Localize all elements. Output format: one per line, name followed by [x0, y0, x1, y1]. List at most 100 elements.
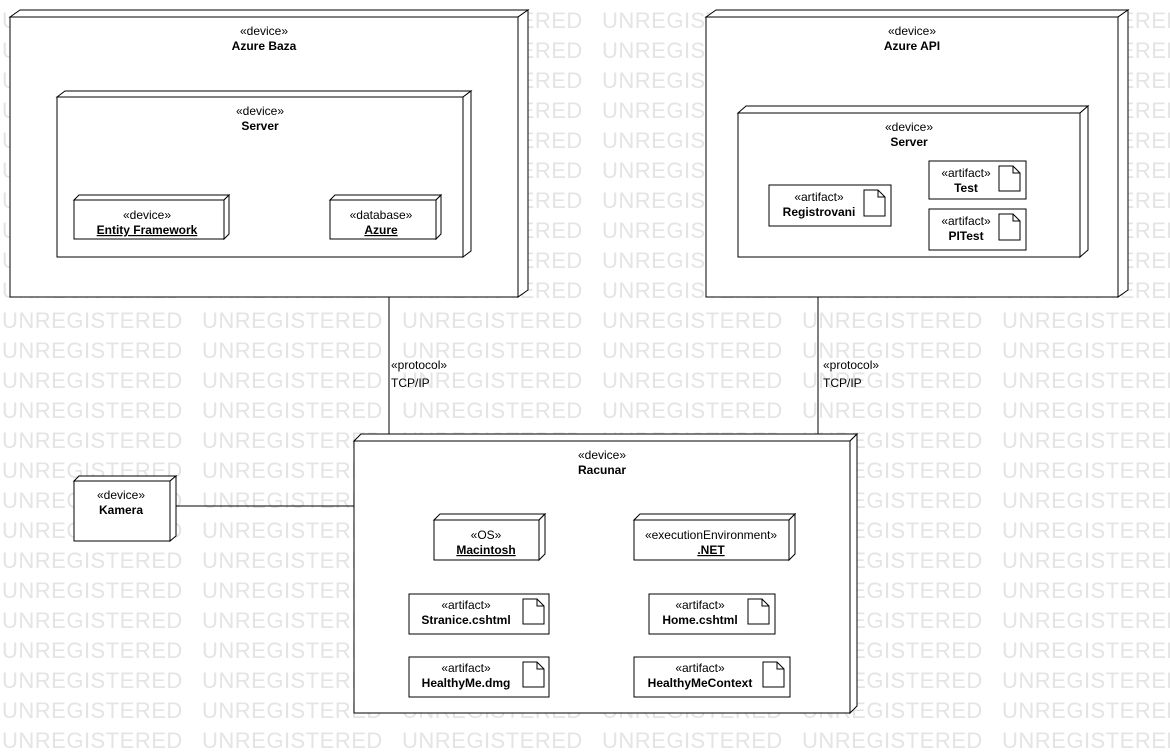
watermark-text: UNREGISTERED	[1002, 608, 1170, 633]
artifact-name: Home.cshtml	[662, 613, 737, 627]
watermark-text: UNREGISTERED	[2, 668, 183, 693]
watermark-text: UNREGISTERED	[202, 638, 383, 663]
watermark-text: UNREGISTERED	[1002, 578, 1170, 603]
watermark-text: UNREGISTERED	[1002, 368, 1170, 393]
artifact-stereotype: «artifact»	[794, 190, 844, 204]
artifact-stereotype: «artifact»	[675, 598, 725, 612]
artifact-name: PITest	[948, 229, 983, 243]
watermark-text: UNREGISTERED	[1002, 488, 1170, 513]
node-stereotype: «device»	[888, 24, 936, 38]
watermark-text: UNREGISTERED	[202, 338, 383, 363]
artifact-name: Test	[954, 181, 978, 195]
watermark-text: UNREGISTERED	[802, 338, 983, 363]
node-kamera[interactable]: «device» Kamera	[72, 474, 178, 543]
watermark-text: UNREGISTERED	[202, 458, 383, 483]
watermark-text: UNREGISTERED	[602, 308, 783, 333]
artifact-name: Registrovani	[783, 205, 856, 219]
watermark-text: UNREGISTERED	[2, 398, 183, 423]
watermark-text: UNREGISTERED	[602, 728, 783, 753]
node-stereotype: «device»	[885, 120, 933, 134]
node-title: Server	[890, 135, 928, 149]
watermark-text: UNREGISTERED	[2, 698, 183, 723]
watermark-text: UNREGISTERED	[202, 608, 383, 633]
watermark-text: UNREGISTERED	[2, 548, 183, 573]
watermark-text: UNREGISTERED	[1002, 398, 1170, 423]
artifact-healthyme-context[interactable]: «artifact» HealthyMeContext	[633, 656, 791, 698]
watermark-text: UNREGISTERED	[2, 578, 183, 603]
watermark-text: UNREGISTERED	[1002, 308, 1170, 333]
node-stereotype: «device»	[123, 208, 171, 222]
node-title: Azure Baza	[232, 39, 297, 53]
node-stereotype: «device»	[240, 24, 288, 38]
watermark-text: UNREGISTERED	[602, 398, 783, 423]
watermark-text: UNREGISTERED	[1002, 338, 1170, 363]
node-title: Kamera	[99, 503, 143, 517]
connection-label: TCP/IP	[391, 376, 430, 390]
watermark-text: UNREGISTERED	[202, 398, 383, 423]
node-title: Azure	[364, 223, 398, 237]
artifact-test[interactable]: «artifact» Test	[928, 160, 1027, 200]
watermark-text: UNREGISTERED	[1002, 548, 1170, 573]
artifact-name: Stranice.cshtml	[421, 613, 510, 627]
watermark-text: UNREGISTERED	[802, 728, 983, 753]
watermark-text: UNREGISTERED	[202, 728, 383, 753]
node-stereotype: «OS»	[471, 528, 502, 542]
node-azure-database[interactable]: «database» Azure	[328, 193, 443, 241]
watermark-text: UNREGISTERED	[802, 368, 983, 393]
node-dotnet[interactable]: «executionEnvironment» .NET	[632, 512, 797, 562]
node-stereotype: «device»	[97, 488, 145, 502]
watermark-text: UNREGISTERED	[802, 398, 983, 423]
watermark-text: UNREGISTERED	[402, 308, 583, 333]
watermark-text: UNREGISTERED	[2, 308, 183, 333]
node-title: .NET	[697, 543, 725, 557]
watermark-text: UNREGISTERED	[2, 338, 183, 363]
watermark-text: UNREGISTERED	[202, 668, 383, 693]
watermark-text: UNREGISTERED	[202, 368, 383, 393]
watermark-text: UNREGISTERED	[202, 308, 383, 333]
node-stereotype: «database»	[350, 208, 413, 222]
artifact-registrovani[interactable]: «artifact» Registrovani	[768, 184, 892, 227]
artifact-stranice[interactable]: «artifact» Stranice.cshtml	[408, 593, 550, 635]
watermark-text: UNREGISTERED	[2, 428, 183, 453]
artifact-name: HealthyMeContext	[648, 676, 753, 690]
node-stereotype: «device»	[236, 104, 284, 118]
watermark-text: UNREGISTERED	[202, 578, 383, 603]
artifact-healthyme-dmg[interactable]: «artifact» HealthyMe.dmg	[408, 656, 550, 698]
artifact-name: HealthyMe.dmg	[422, 676, 511, 690]
watermark-text: UNREGISTERED	[1002, 728, 1170, 753]
node-entity-framework[interactable]: «device» Entity Framework	[72, 193, 231, 241]
watermark-text: UNREGISTERED	[2, 638, 183, 663]
node-title: Entity Framework	[97, 223, 198, 237]
watermark-text: UNREGISTERED	[202, 518, 383, 543]
watermark-text: UNREGISTERED	[402, 338, 583, 363]
watermark-text: UNREGISTERED	[1002, 668, 1170, 693]
connection-stereotype: «protocol»	[391, 358, 447, 372]
watermark-text: UNREGISTERED	[602, 338, 783, 363]
artifact-stereotype: «artifact»	[441, 598, 491, 612]
watermark-text: UNREGISTERED	[202, 548, 383, 573]
watermark-text: UNREGISTERED	[402, 398, 583, 423]
node-server-api[interactable]: «device» Server	[736, 104, 1090, 259]
watermark-text: UNREGISTERED	[1002, 428, 1170, 453]
node-title: Azure API	[884, 39, 940, 53]
watermark-text: UNREGISTERED	[602, 368, 783, 393]
artifact-pitest[interactable]: «artifact» PITest	[928, 208, 1027, 251]
node-macintosh[interactable]: «OS» Macintosh	[432, 512, 547, 562]
watermark-text: UNREGISTERED	[1002, 698, 1170, 723]
artifact-stereotype: «artifact»	[675, 661, 725, 675]
artifact-home[interactable]: «artifact» Home.cshtml	[648, 593, 776, 635]
artifact-stereotype: «artifact»	[941, 214, 991, 228]
node-title: Server	[241, 119, 279, 133]
watermark-text: UNREGISTERED	[2, 608, 183, 633]
artifact-stereotype: «artifact»	[941, 166, 991, 180]
watermark-text: UNREGISTERED	[202, 488, 383, 513]
watermark-text: UNREGISTERED	[802, 308, 983, 333]
node-stereotype: «executionEnvironment»	[645, 528, 777, 542]
connection-label: TCP/IP	[823, 376, 862, 390]
watermark-text: UNREGISTERED	[2, 368, 183, 393]
node-title: Racunar	[578, 463, 626, 477]
watermark-text: UNREGISTERED	[402, 728, 583, 753]
watermark-text: UNREGISTERED	[202, 698, 383, 723]
node-stereotype: «device»	[578, 448, 626, 462]
